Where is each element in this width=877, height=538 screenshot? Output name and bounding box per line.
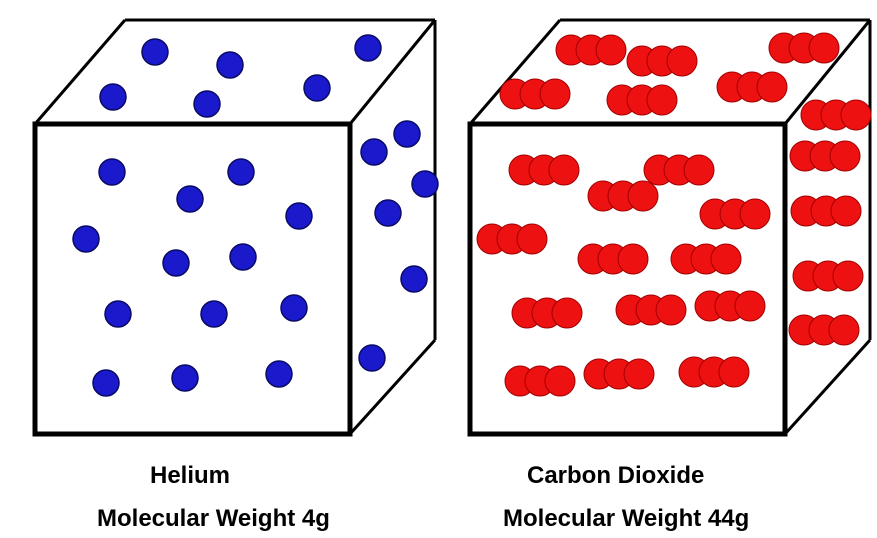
helium-cube-edge <box>348 19 437 125</box>
helium-atom <box>72 225 100 253</box>
oxygen-atom <box>516 223 548 255</box>
co2-cube-edge <box>783 338 872 436</box>
co2-molecule <box>792 260 864 292</box>
co2-molecular-weight-label: Molecular Weight 44g <box>503 505 750 532</box>
co2-molecule <box>699 198 771 230</box>
oxygen-atom <box>544 365 576 397</box>
co2-molecule <box>768 32 840 64</box>
oxygen-atom <box>548 154 580 186</box>
co2-molecule <box>577 243 649 275</box>
co2-molecule <box>587 180 659 212</box>
co2-molecule <box>499 78 571 110</box>
co2-molecule <box>511 297 583 329</box>
co2-molecule <box>800 99 872 131</box>
co2-molecule <box>504 365 576 397</box>
co2-molecule <box>606 84 678 116</box>
helium-atom <box>141 38 169 66</box>
oxygen-atom <box>832 260 864 292</box>
co2-cube-edge <box>783 19 872 125</box>
oxygen-atom <box>627 180 659 212</box>
helium-atom <box>193 90 221 118</box>
helium-atom <box>411 170 439 198</box>
helium-atom <box>303 74 331 102</box>
helium-atom <box>393 120 421 148</box>
helium-atom <box>374 199 402 227</box>
co2-molecule <box>788 314 860 346</box>
oxygen-atom <box>734 290 766 322</box>
oxygen-atom <box>666 45 698 77</box>
oxygen-atom <box>739 198 771 230</box>
co2-molecule <box>790 195 862 227</box>
oxygen-atom <box>551 297 583 329</box>
co2-molecule <box>583 358 655 390</box>
co2-molecules <box>476 32 872 397</box>
oxygen-atom <box>710 243 742 275</box>
helium-atom <box>200 300 228 328</box>
helium-atom <box>171 364 199 392</box>
helium-label: Helium <box>150 462 231 489</box>
co2-molecule <box>626 45 698 77</box>
co2-molecule <box>694 290 766 322</box>
oxygen-atom <box>829 140 861 172</box>
helium-atom <box>216 51 244 79</box>
helium-atom <box>358 344 386 372</box>
helium-atom <box>360 138 388 166</box>
oxygen-atom <box>539 78 571 110</box>
helium-molecular-weight-label: Molecular Weight 4g <box>97 505 330 532</box>
co2-molecule <box>670 243 742 275</box>
helium-cube-edge <box>348 338 437 436</box>
oxygen-atom <box>830 195 862 227</box>
helium-atom <box>227 158 255 186</box>
co2-molecule <box>678 356 750 388</box>
co2-label: Carbon Dioxide <box>527 462 705 489</box>
co2-cube-edge <box>468 19 562 125</box>
oxygen-atom <box>756 71 788 103</box>
co2-molecule <box>476 223 548 255</box>
oxygen-atom <box>828 314 860 346</box>
helium-atom <box>104 300 132 328</box>
oxygen-atom <box>595 34 627 66</box>
helium-atom <box>176 185 204 213</box>
co2-molecule <box>716 71 788 103</box>
helium-atom <box>280 294 308 322</box>
helium-atom <box>162 249 190 277</box>
helium-atoms <box>72 34 439 397</box>
helium-atom <box>99 83 127 111</box>
helium-atom <box>285 202 313 230</box>
oxygen-atom <box>646 84 678 116</box>
oxygen-atom <box>808 32 840 64</box>
co2-molecule <box>789 140 861 172</box>
helium-cube <box>32 18 437 437</box>
helium-atom <box>98 158 126 186</box>
oxygen-atom <box>655 294 687 326</box>
helium-atom <box>265 360 293 388</box>
helium-atom <box>400 265 428 293</box>
helium-atom <box>92 369 120 397</box>
oxygen-atom <box>840 99 872 131</box>
helium-atom <box>229 243 257 271</box>
oxygen-atom <box>623 358 655 390</box>
co2-molecule <box>615 294 687 326</box>
oxygen-atom <box>718 356 750 388</box>
co2-molecule <box>555 34 627 66</box>
oxygen-atom <box>683 154 715 186</box>
helium-cube-edge <box>33 19 127 125</box>
helium-atom <box>354 34 382 62</box>
co2-molecule <box>508 154 580 186</box>
oxygen-atom <box>617 243 649 275</box>
co2-molecule <box>643 154 715 186</box>
